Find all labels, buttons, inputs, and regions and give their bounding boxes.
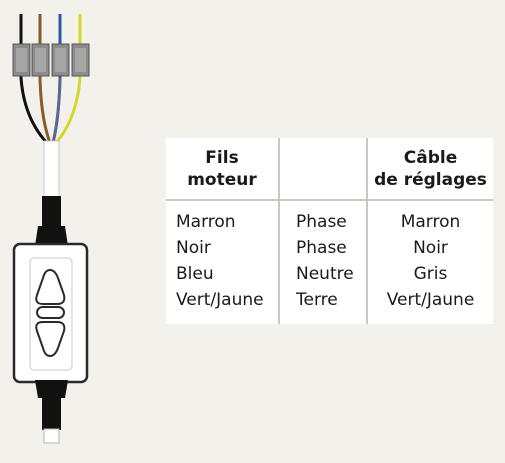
table-cell: Marron <box>400 212 461 232</box>
table-cell: Vert/Jaune <box>176 290 264 310</box>
strain-relief-bottom <box>35 380 68 398</box>
table-row: Marron Noir Bleu Vert/Jaune Phase Phase … <box>166 200 493 324</box>
stop-button-icon <box>36 306 65 319</box>
cable-lower <box>42 396 61 430</box>
table-cell: Marron <box>176 212 236 232</box>
header-function <box>278 138 367 201</box>
table-cell: Noir <box>413 238 448 258</box>
table-cell: Vert/Jaune <box>386 290 475 310</box>
table-cell: Gris <box>413 264 448 284</box>
strain-relief-top <box>35 226 68 246</box>
wire-functions: Phase Phase Neutre Terre <box>278 200 367 324</box>
table-cell: Neutre <box>296 264 354 284</box>
yellow-green-wire <box>54 14 82 144</box>
table-header-row: Fils moteur Câble de réglages <box>166 138 493 201</box>
table-cell: Noir <box>176 238 211 258</box>
table-cell: Terre <box>296 290 338 310</box>
gray-wire-segment <box>51 77 62 144</box>
header-cable-de-reglages: Câble de réglages <box>366 138 493 201</box>
table-cell: Phase <box>296 238 347 258</box>
up-arrow-button-icon <box>35 268 66 305</box>
table-cell: Bleu <box>176 264 214 284</box>
down-arrow-button-icon <box>35 321 66 358</box>
cable-end <box>43 428 60 444</box>
wire-color-table: Fils moteur Câble de réglages Marron Noi… <box>166 138 493 324</box>
cable-sheath <box>43 140 60 200</box>
terminal-block <box>12 43 90 77</box>
motor-wire-colors: Marron Noir Bleu Vert/Jaune <box>166 200 279 324</box>
adjustment-cable-colors: Marron Noir Gris Vert/Jaune <box>366 200 493 324</box>
table-cell: Phase <box>296 212 347 232</box>
header-fils-moteur: Fils moteur <box>166 138 279 201</box>
brown-wire <box>38 14 52 144</box>
black-wire <box>19 14 49 145</box>
cable-upper <box>42 196 61 226</box>
